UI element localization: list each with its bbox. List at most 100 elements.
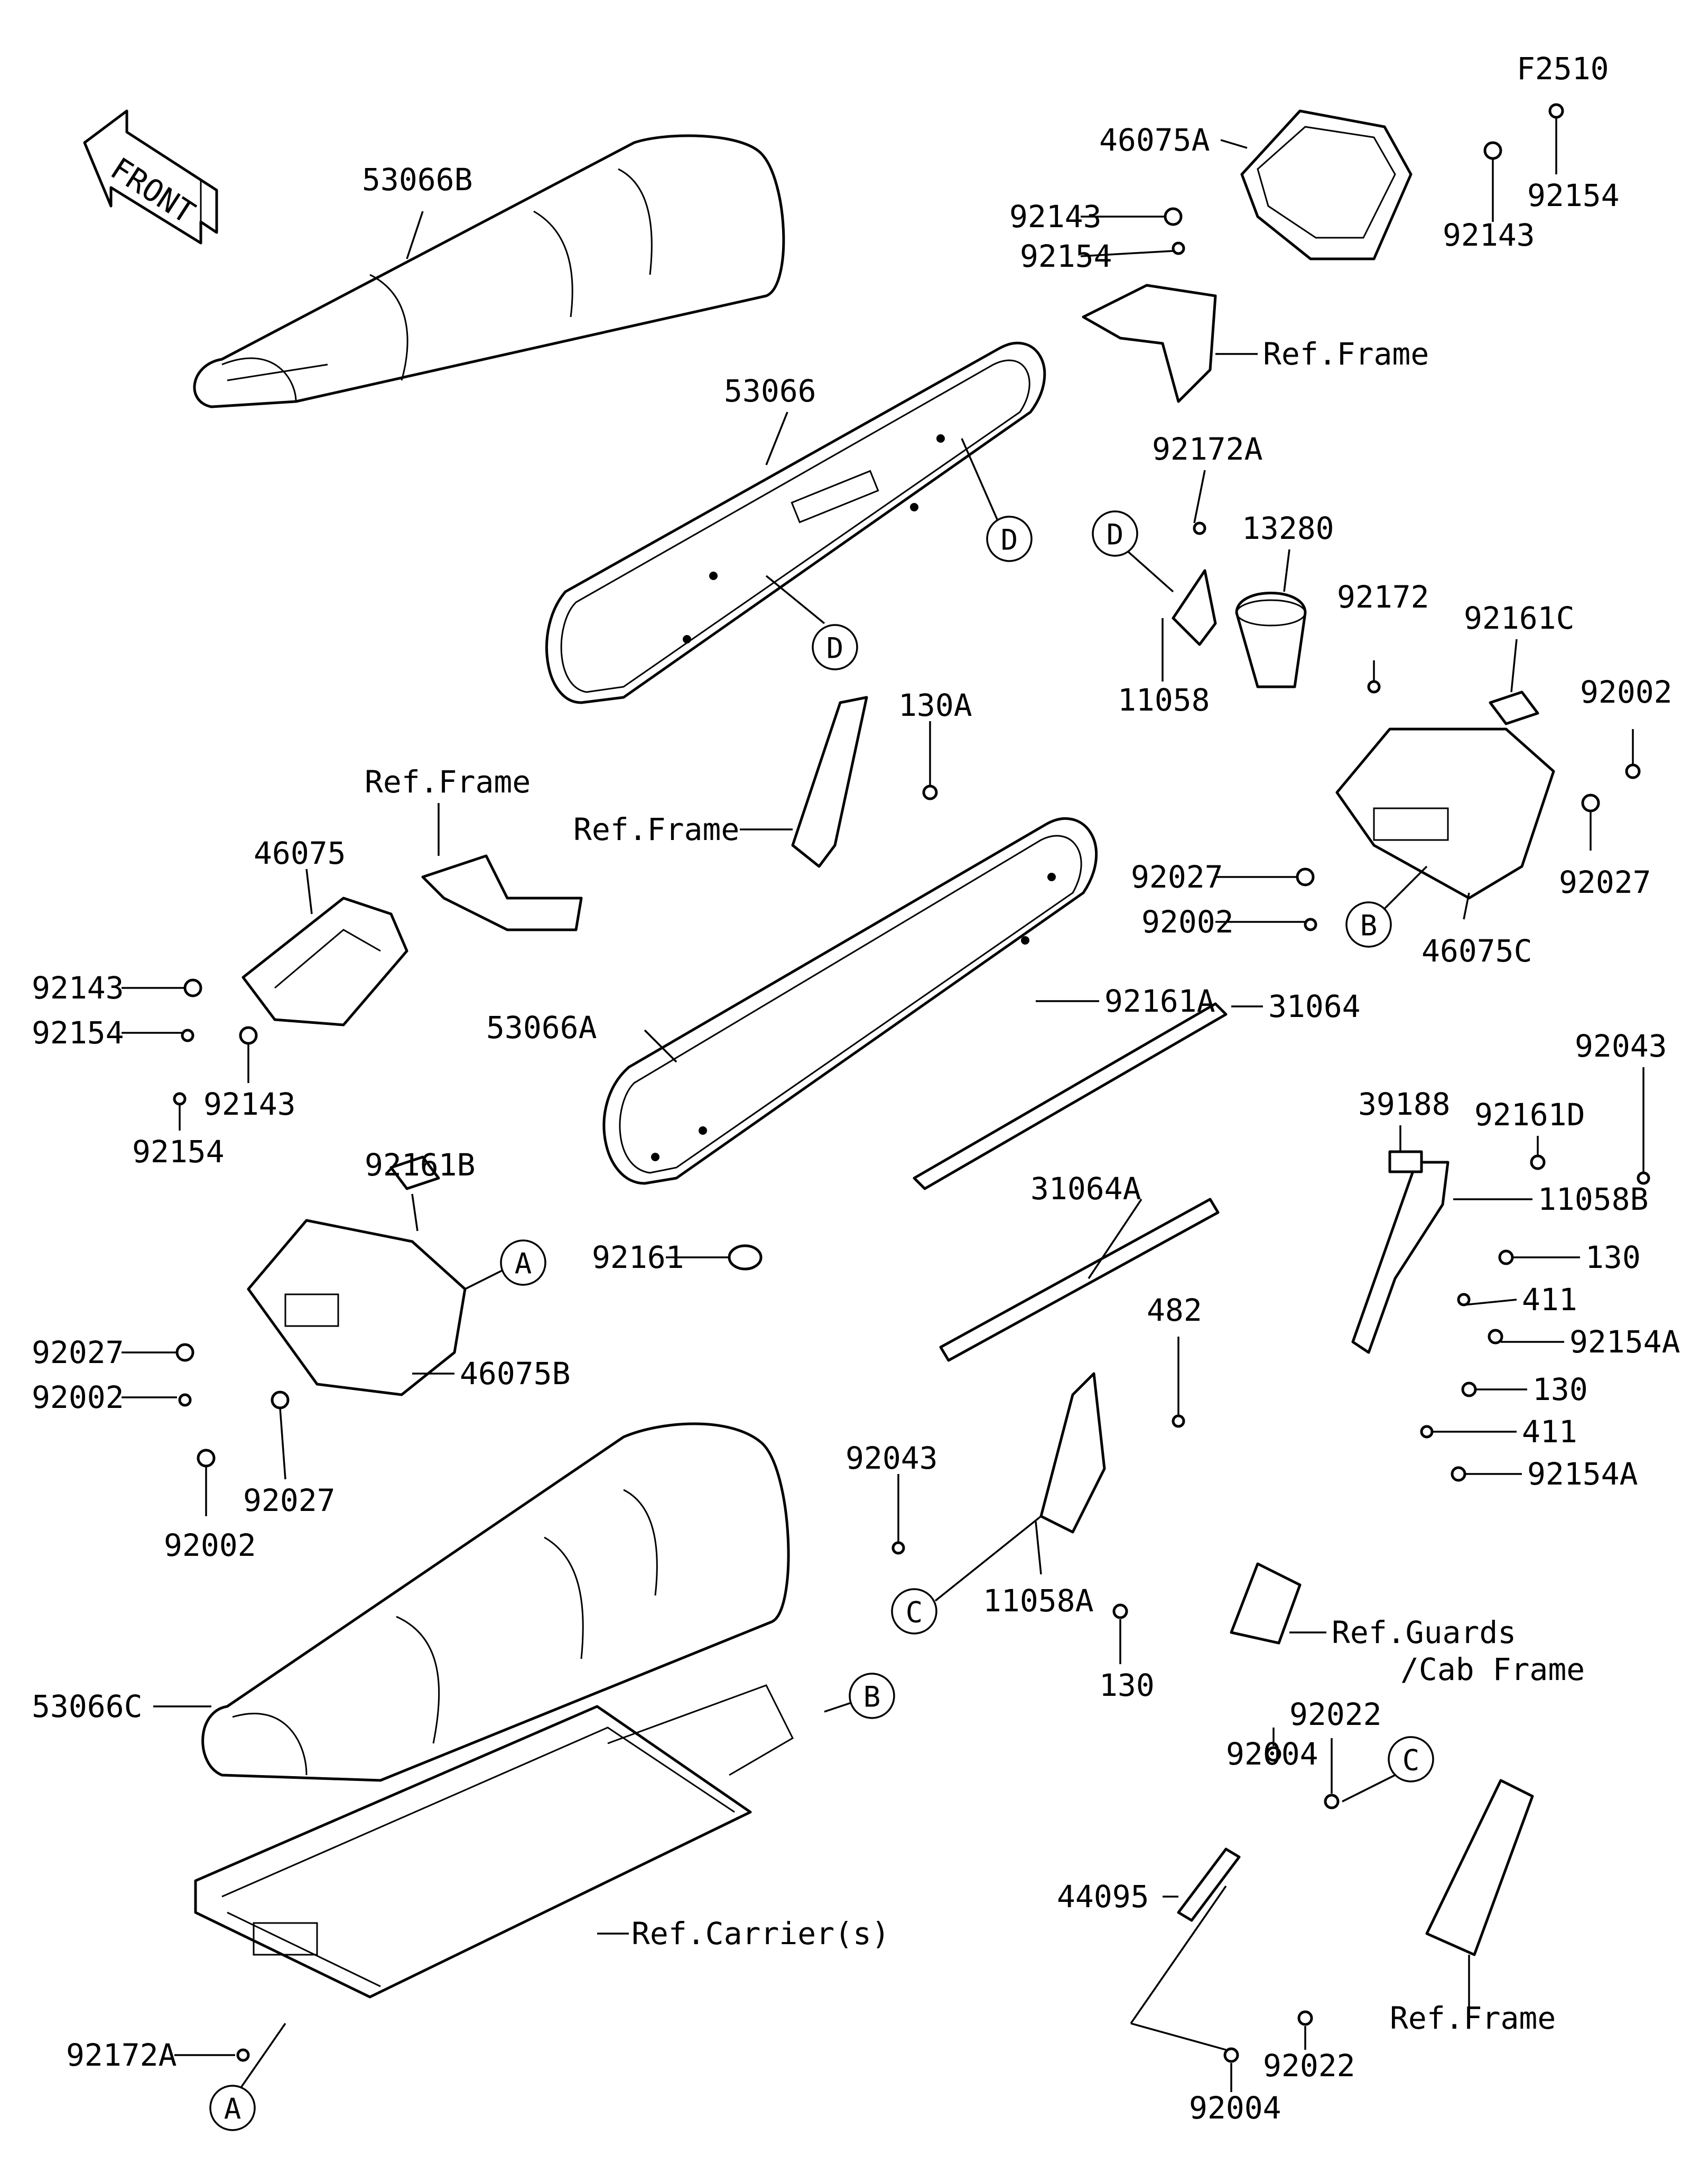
bar-31064	[913, 1002, 1228, 1190]
bracket-ref-frame-middle	[791, 696, 868, 868]
pad-39188	[1388, 1150, 1423, 1173]
pad-92161b	[389, 1155, 440, 1190]
label-130a: 130A	[898, 687, 972, 723]
callout-b-bottom: B	[849, 1673, 895, 1719]
label-482: 482	[1147, 1292, 1202, 1328]
backrest-46075b	[247, 1219, 467, 1396]
callout-d-bracket: D	[1092, 510, 1138, 557]
label-46075c: 46075C	[1421, 933, 1532, 969]
label-53066b: 53066B	[362, 162, 473, 198]
label-ref-frame-middle: Ref.Frame	[573, 811, 739, 847]
label-11058b: 11058B	[1538, 1181, 1649, 1217]
label-39188: 39188	[1358, 1086, 1451, 1122]
label-130-right-top: 130	[1585, 1239, 1641, 1275]
label-92172a-top: 92172A	[1152, 431, 1263, 467]
label-11058a: 11058A	[983, 1583, 1094, 1619]
callout-c-right: C	[1388, 1736, 1434, 1782]
label-92161: 92161	[592, 1239, 684, 1275]
callout-c-left: C	[891, 1588, 937, 1635]
label-92172: 92172	[1337, 579, 1429, 615]
label-92172a-bottom: 92172A	[66, 2037, 177, 2073]
label-92161a: 92161A	[1104, 983, 1215, 1019]
callout-b-bottom-label: B	[863, 1681, 881, 1714]
callout-b-top: B	[1345, 901, 1392, 948]
label-92043-left: 92043	[846, 1440, 938, 1476]
label-44095: 44095	[1057, 1879, 1149, 1915]
label-130-right-mid: 130	[1532, 1371, 1588, 1407]
label-130-bottom: 130	[1099, 1667, 1155, 1703]
label-92002-mid: 92002	[1141, 904, 1234, 940]
label-92022-top: 92022	[1289, 1696, 1382, 1732]
callout-c-right-label: C	[1402, 1744, 1420, 1777]
cup-holder-13280	[1235, 592, 1307, 688]
seat-cushion-53066c	[201, 1422, 790, 1782]
callout-a-bottom: A	[209, 2085, 256, 2131]
label-92143-top-right: 92143	[1443, 217, 1535, 253]
callout-d-bracket-label: D	[1107, 518, 1124, 552]
label-92022-bottom: 92022	[1263, 2048, 1355, 2084]
callout-d-right-label: D	[1001, 524, 1018, 557]
label-92161d: 92161D	[1474, 1097, 1585, 1133]
label-92143-top: 92143	[1009, 199, 1102, 235]
callout-d-middle-label: D	[826, 632, 844, 665]
figure-code: F2510	[1517, 51, 1609, 87]
front-arrow-icon: FRONT	[83, 109, 218, 245]
label-92161c: 92161C	[1464, 600, 1575, 636]
label-92004-top: 92004	[1226, 1736, 1318, 1772]
label-92154-left: 92154	[32, 1015, 124, 1051]
label-53066c: 53066C	[32, 1688, 143, 1724]
callout-a-top: A	[500, 1239, 546, 1286]
bracket-11058	[1172, 569, 1217, 646]
label-92154-top-right: 92154	[1527, 178, 1620, 213]
bracket-11058b	[1351, 1161, 1450, 1354]
backrest-46075c	[1335, 727, 1555, 900]
label-92043-right: 92043	[1575, 1028, 1667, 1064]
label-31064a: 31064A	[1030, 1171, 1141, 1207]
label-92004-bottom: 92004	[1189, 2090, 1281, 2126]
bracket-ref-frame-bottom	[1425, 1779, 1534, 1956]
label-92027-left-low: 92027	[243, 1482, 336, 1518]
label-53066: 53066	[724, 373, 816, 409]
label-ref-frame-top: Ref.Frame	[1263, 336, 1429, 372]
callout-d-right: D	[986, 516, 1033, 562]
label-13280: 13280	[1242, 510, 1334, 546]
fastener-marks	[173, 103, 1650, 2063]
label-ref-carriers: Ref.Carrier(s)	[631, 1916, 890, 1952]
callout-b-top-label: B	[1360, 909, 1378, 942]
seat-cushion-53066b	[193, 134, 785, 408]
label-11058: 11058	[1118, 682, 1210, 718]
label-92154-left-low: 92154	[132, 1134, 225, 1170]
damper-44095	[1177, 1847, 1241, 1922]
seat-back-53066	[545, 341, 1046, 704]
label-92002-left: 92002	[32, 1379, 124, 1415]
bracket-ref-frame-left	[421, 854, 583, 931]
leader-lines	[122, 116, 1644, 2093]
label-92143-left-low: 92143	[203, 1086, 296, 1122]
label-92154-top: 92154	[1020, 238, 1112, 274]
label-92027-mid: 92027	[1131, 859, 1223, 895]
label-46075b: 46075B	[460, 1356, 571, 1392]
label-92002-left-low: 92002	[164, 1527, 256, 1563]
label-53066a: 53066A	[486, 1010, 597, 1046]
callout-c-left-label: C	[906, 1596, 923, 1629]
label-ref-frame-bottom: Ref.Frame	[1390, 2000, 1556, 2036]
part-labels: F2510 46075A 92154 92143 92143 92154 Ref…	[32, 51, 1680, 2126]
seat-back-53066a	[602, 817, 1098, 1185]
label-46075a: 46075A	[1099, 122, 1210, 158]
label-92002-right: 92002	[1580, 674, 1673, 710]
bracket-11058a	[1039, 1372, 1106, 1534]
label-92027-left: 92027	[32, 1334, 124, 1370]
bumper-92161	[728, 1244, 763, 1271]
callout-a-top-label: A	[515, 1247, 532, 1281]
pad-92161c	[1489, 690, 1539, 725]
label-ref-guards-line2: /Cab Frame	[1400, 1651, 1585, 1687]
bracket-ref-guards	[1230, 1562, 1302, 1645]
callout-a-bottom-label: A	[224, 2093, 241, 2126]
label-92161b: 92161B	[365, 1147, 476, 1183]
label-411-bottom: 411	[1522, 1414, 1577, 1450]
label-ref-frame-left: Ref.Frame	[365, 764, 531, 800]
label-92027-right: 92027	[1559, 864, 1651, 900]
label-92154a-top: 92154A	[1569, 1324, 1680, 1360]
label-92154a-bottom: 92154A	[1527, 1456, 1638, 1492]
